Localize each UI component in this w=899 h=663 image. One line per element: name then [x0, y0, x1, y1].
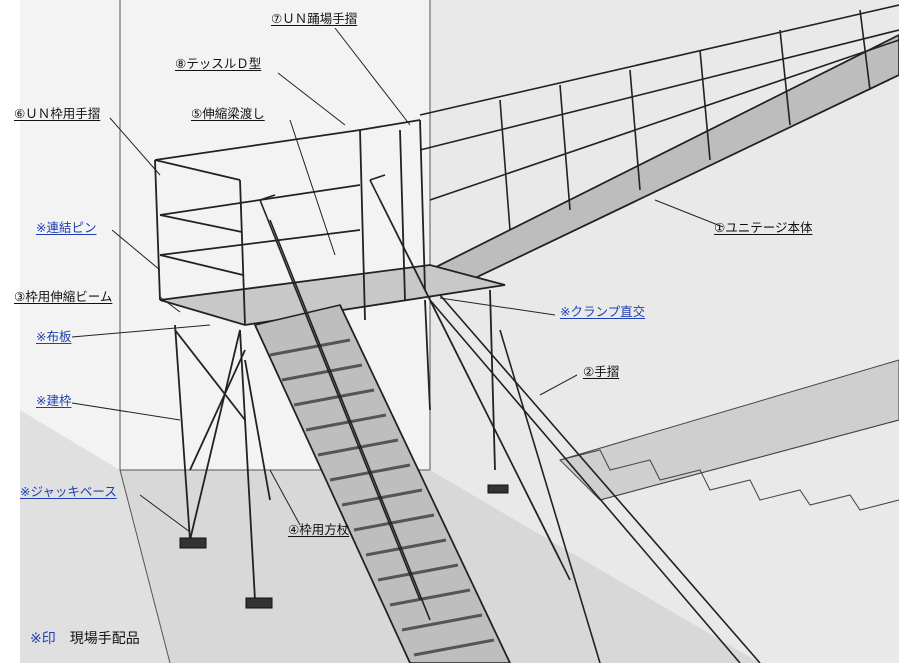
label-un-frame-handrail: ⑥ＵＮ枠用手摺	[14, 106, 101, 121]
background-stair	[559, 359, 899, 511]
unitage-body-shape	[419, 4, 899, 291]
label-plank[interactable]: ※布板	[36, 329, 72, 344]
label-frame-telescopic-beam: ③枠用伸縮ビーム	[14, 289, 113, 304]
jack-bases	[179, 484, 509, 609]
descending-stair	[253, 174, 761, 663]
footnote-mark: ※印	[30, 631, 56, 647]
footnote: ※印現場手配品	[30, 628, 140, 648]
label-unitage-body: ①ユニテージ本体	[714, 220, 813, 235]
label-standing-frame[interactable]: ※建枠	[36, 393, 72, 408]
label-un-footplank-handrail: ⑦ＵＮ踊場手摺	[271, 11, 358, 26]
label-jack-base[interactable]: ※ジャッキベース	[20, 484, 117, 499]
label-clamp-right-angle[interactable]: ※クランプ直交	[560, 304, 646, 319]
footnote-text: 現場手配品	[69, 631, 140, 647]
label-tessul-d: ⑧テッスルＤ型	[175, 56, 262, 71]
label-frame-square-bar: ④枠用方杖	[288, 522, 350, 537]
leader-lines	[71, 27, 724, 533]
label-connecting-pin[interactable]: ※連結ピン	[36, 220, 97, 235]
landing-platform	[154, 119, 506, 601]
label-telescopic-beam: ⑤伸縮梁渡し	[191, 106, 265, 121]
label-handrail: ②手摺	[583, 364, 620, 379]
